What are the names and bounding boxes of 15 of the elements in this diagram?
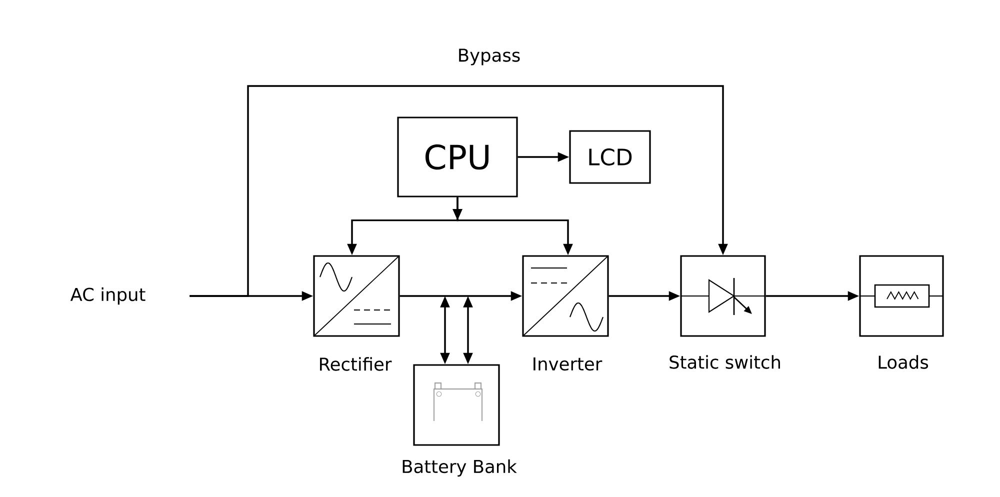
process-box: LCD bbox=[569, 130, 651, 184]
block-box bbox=[522, 255, 609, 337]
block-box bbox=[313, 255, 400, 337]
block-box bbox=[413, 364, 500, 446]
node-label: Static switch bbox=[670, 355, 780, 369]
node-label: Loads bbox=[878, 355, 928, 369]
node-label: Rectifier bbox=[320, 357, 392, 371]
node-label: Battery Bank bbox=[402, 459, 517, 477]
input-label: AC input bbox=[70, 287, 146, 305]
block-box bbox=[680, 255, 766, 337]
edge-label: Bypass bbox=[455, 46, 523, 68]
arrow bbox=[190, 85, 728, 297]
node-label: Inverter bbox=[534, 357, 602, 371]
process-box: CPU bbox=[397, 116, 518, 198]
block-box bbox=[859, 255, 944, 337]
